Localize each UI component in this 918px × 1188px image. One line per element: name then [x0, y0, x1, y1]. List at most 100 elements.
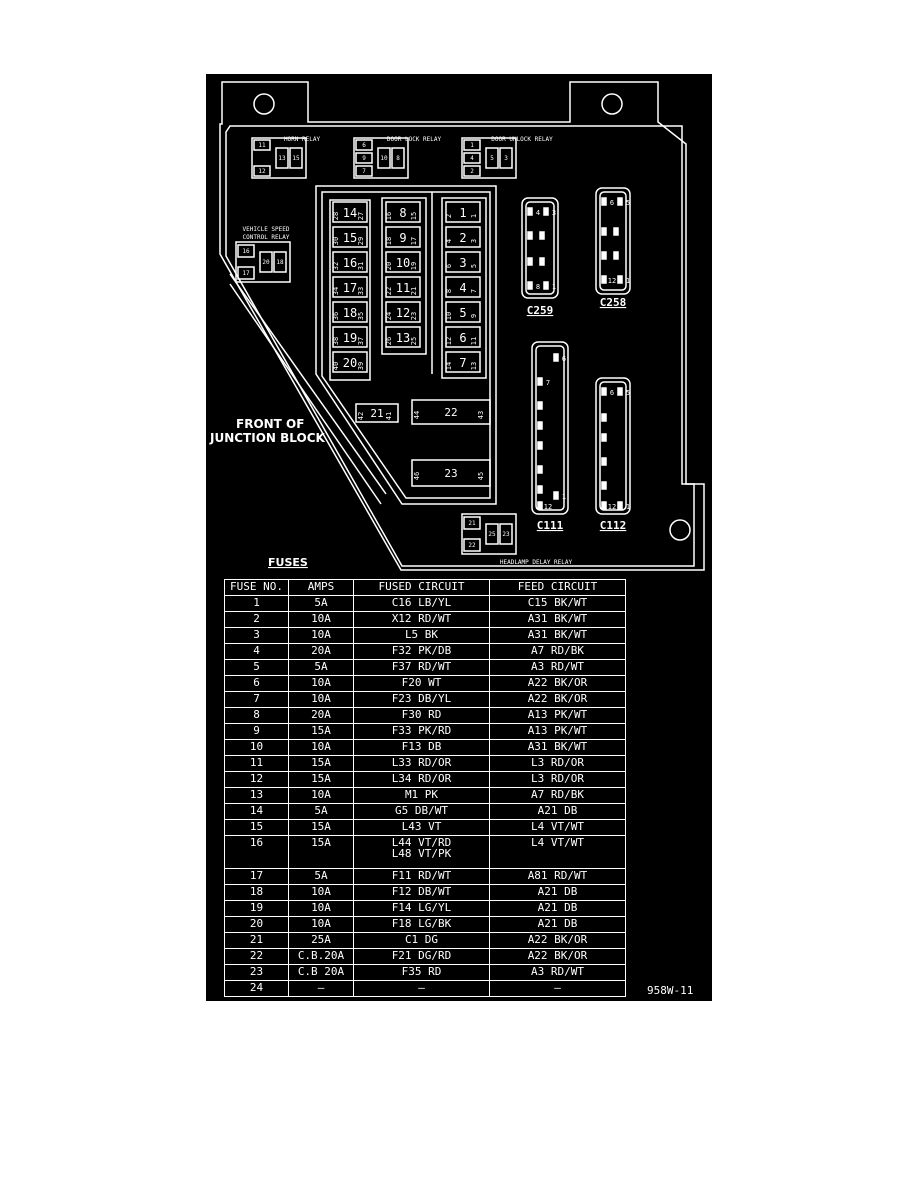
- front-label-line-2: JUNCTION BLOCK: [209, 431, 326, 445]
- fuse-number: 9: [399, 231, 406, 245]
- relay-pin: [463, 139, 481, 151]
- cell-feed-circuit: A21 DB: [489, 916, 626, 933]
- connector-c111-label: C111: [537, 519, 564, 532]
- cell-fuse-no-text: 8: [253, 708, 260, 721]
- fuse-terminal-label: 9: [470, 314, 478, 318]
- cell-fuse-no-text: 17: [249, 869, 264, 882]
- cell-feed-circuit-text: L4 VT/WT: [531, 836, 584, 849]
- connector-pin: [601, 275, 607, 284]
- connector-pin-label: 5: [626, 199, 630, 207]
- cell-feed-circuit: A13 PK/WT: [489, 723, 626, 740]
- relay-pin: [259, 251, 273, 273]
- connector-pin: [553, 491, 559, 500]
- fuse-slot: [445, 326, 481, 348]
- relay-pin: [499, 147, 513, 169]
- cell-feed-circuit: L4 VT/WT: [489, 819, 626, 836]
- cell-feed-circuit-text: A22 BK/OR: [527, 933, 588, 946]
- connector-pin: [601, 433, 607, 442]
- cell-fuse-no: 22: [224, 948, 289, 965]
- cell-amps-text: 15A: [311, 724, 331, 737]
- cell-amps-text: 5A: [314, 660, 328, 673]
- connector-pin-label: 1: [552, 283, 556, 291]
- relay-pin-label: 22: [468, 542, 476, 549]
- fuse-slot: [445, 301, 481, 323]
- cell-fused-circuit-text: F32 PK/DB: [391, 644, 452, 657]
- fuse-slot: [385, 326, 421, 348]
- relay-pin: [463, 516, 481, 530]
- fuse-column-left: [329, 199, 371, 381]
- cell-amps-text: 15A: [311, 836, 331, 849]
- connector-pin-label: 7: [546, 379, 550, 387]
- cell-fuse-no-text: 20: [249, 917, 264, 930]
- connector-pin-label: 6: [610, 199, 614, 207]
- fuse-terminal-label: 14: [445, 362, 453, 370]
- cell-amps: 10A: [288, 884, 354, 901]
- cell-fuse-no: 19: [224, 900, 289, 917]
- cell-fuse-no: 3: [224, 627, 289, 644]
- fuse-terminal-label: 46: [413, 472, 421, 480]
- cell-fused-circuit-text: F18 LG/BK: [391, 917, 452, 930]
- fuse-slot: [332, 251, 368, 273]
- cell-feed-circuit-text: A81 RD/WT: [527, 869, 588, 882]
- fuse-table-header-row: FUSE NO. AMPS FUSED CIRCUIT FEED CIRCUIT: [224, 579, 626, 596]
- cell-fuse-no: 20: [224, 916, 289, 933]
- cell-fused-circuit: F37 RD/WT: [353, 659, 490, 676]
- cell-fuse-no: 13: [224, 787, 289, 804]
- cell-fused-circuit: F18 LG/BK: [353, 916, 490, 933]
- fuse-slot-f22: [411, 399, 491, 425]
- cell-fused-circuit-text: –: [418, 981, 425, 994]
- relay-pin-label: 23: [502, 531, 510, 538]
- cell-fused-circuit: F13 DB: [353, 739, 490, 756]
- cell-fused-circuit-text: F12 DB/WT: [391, 885, 452, 898]
- cell-fuse-no: 4: [224, 643, 289, 660]
- fuses-heading: FUSES: [268, 556, 308, 569]
- connector-pin-label: 5: [626, 389, 630, 397]
- cell-amps-text: C.B 20A: [297, 965, 345, 978]
- cell-fuse-no-text: 3: [253, 628, 260, 641]
- cell-fused-circuit: F23 DB/YL: [353, 691, 490, 708]
- relay-pin: [463, 152, 481, 164]
- fuse-number: 13: [396, 331, 410, 345]
- cell-fused-circuit-text: L43 VT: [401, 820, 442, 833]
- fuse-number: 19: [343, 331, 357, 345]
- relay-pin: [253, 165, 271, 177]
- fuse-slot: [385, 301, 421, 323]
- cell-feed-circuit: –: [489, 980, 626, 997]
- connector-pin: [601, 501, 607, 510]
- connector-pin-label: 1: [562, 493, 566, 501]
- cell-amps: 10A: [288, 691, 354, 708]
- relay-pin: [237, 244, 255, 258]
- cell-feed-circuit-text: A31 BK/WT: [527, 740, 588, 753]
- cell-feed-circuit: A21 DB: [489, 900, 626, 917]
- fuse-slot: [385, 201, 421, 223]
- fuse-terminal-label: 21: [410, 287, 418, 295]
- cell-fuse-no: 18: [224, 884, 289, 901]
- cell-amps-text: 10A: [311, 676, 331, 689]
- relay-pin-label: 16: [242, 248, 250, 255]
- cell-feed-circuit-text: A22 BK/OR: [527, 676, 588, 689]
- fuse-number: 16: [343, 256, 357, 270]
- connector-c112-shell: [595, 377, 631, 515]
- cell-fuse-no: 5: [224, 659, 289, 676]
- cell-fuse-no-text: 19: [249, 901, 264, 914]
- cell-feed-circuit: A22 BK/OR: [489, 932, 626, 949]
- connector-pin: [539, 231, 545, 240]
- cell-fused-circuit-text: X12 RD/WT: [391, 612, 452, 625]
- cell-amps: 15A: [288, 771, 354, 788]
- connector-pin-label: 6: [562, 355, 566, 363]
- cell-feed-circuit: A7 RD/BK: [489, 643, 626, 660]
- connector-c112-label: C112: [600, 519, 627, 532]
- table-row: 24–––: [224, 980, 626, 997]
- fuse-enclosure: [315, 185, 497, 505]
- fuse-slot: [445, 351, 481, 373]
- fuse-column-middle: [381, 197, 427, 355]
- connector-pin: [617, 501, 623, 510]
- cell-fuse-no-text: 5: [253, 660, 260, 673]
- cell-fuse-no-text: 24: [249, 981, 264, 994]
